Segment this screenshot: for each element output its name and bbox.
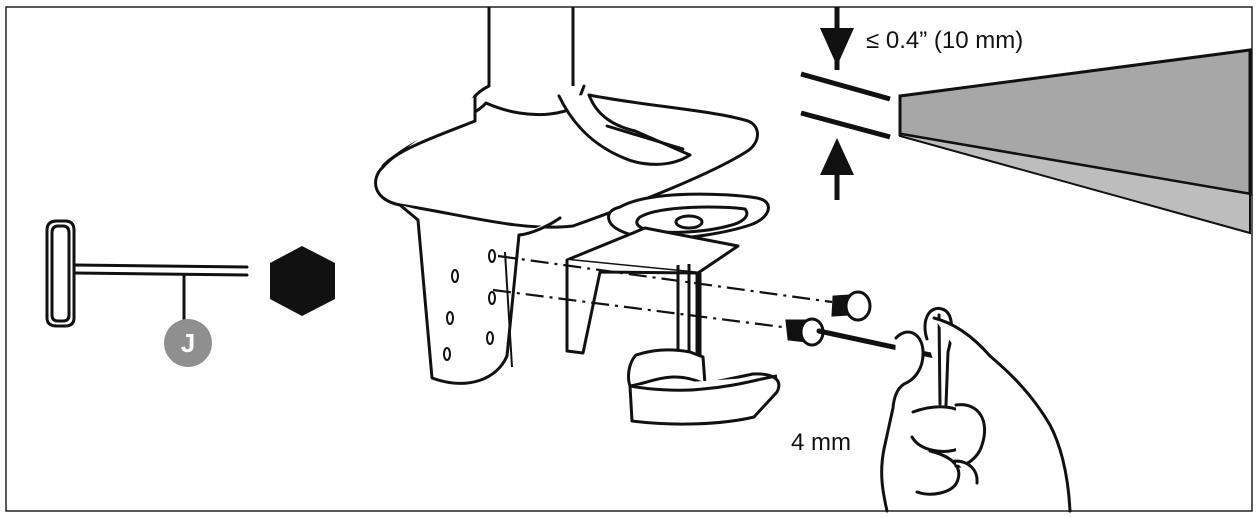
clamp-side-holes — [443, 249, 513, 368]
diagram-frame — [5, 6, 1253, 512]
clamp-screws — [785, 290, 872, 347]
hexagon-icon — [270, 246, 335, 316]
monitor-arm-base — [374, 6, 759, 385]
screw-alignment-lines — [492, 254, 833, 330]
hand-with-hex-key-icon — [816, 306, 1072, 513]
t-handle-hex-key-icon — [45, 219, 249, 328]
desk-surface — [898, 48, 1252, 235]
part-j-badge: J — [164, 319, 212, 367]
hex-key-size-label: 4 mm — [791, 429, 851, 456]
desk-clamp-bracket — [565, 192, 781, 426]
max-desk-thickness-label: ≤ 0.4” (10 mm) — [866, 27, 1024, 54]
desk-thickness-indicator — [800, 7, 891, 200]
